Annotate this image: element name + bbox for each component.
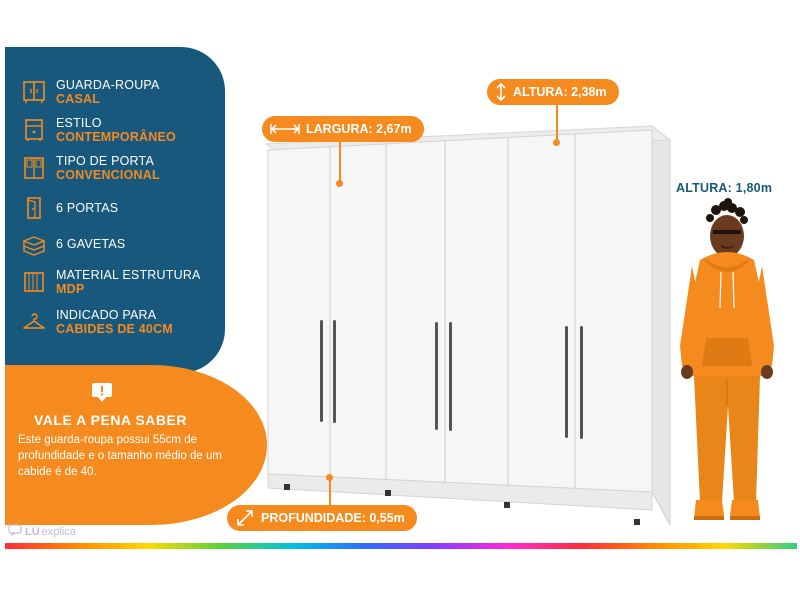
hanger-icon — [20, 308, 48, 336]
width-text: LARGURA: 2,67m — [306, 122, 412, 136]
spec-label: 6 GAVETAS — [56, 237, 126, 251]
width-arrows-icon — [270, 123, 300, 135]
spec-label: 6 PORTAS — [56, 201, 119, 215]
drawers-icon — [20, 230, 48, 258]
spec-label: INDICADO PARA — [56, 308, 157, 322]
spec-item-style: ESTILO CONTEMPORÂNEO — [20, 112, 176, 148]
chat-bubble-icon — [8, 524, 22, 539]
person-illustration — [680, 198, 774, 520]
depth-text: PROFUNDIDADE: 0,55m — [261, 511, 405, 525]
door-type-icon — [20, 154, 48, 182]
download-info-icon — [90, 382, 114, 409]
info-box — [5, 365, 267, 525]
width-label: LARGURA: 2,67m — [262, 116, 424, 142]
brand-suffix: explica — [41, 525, 76, 538]
door-icon — [20, 194, 48, 222]
height-text: ALTURA: 2,38m — [513, 85, 607, 99]
spec-item-hanger: INDICADO PARA CABIDES DE 40CM — [20, 304, 173, 340]
wardrobe-illustration — [264, 124, 672, 526]
material-icon — [20, 268, 48, 296]
spec-item-door-type: TIPO DE PORTA CONVENCIONAL — [20, 150, 160, 186]
person-height-label: ALTURA: 1,80m — [676, 181, 773, 195]
info-title: VALE A PENA SABER — [34, 412, 187, 428]
spec-label: ESTILO — [56, 116, 102, 130]
cabinet-icon — [20, 116, 48, 144]
depth-label: PROFUNDIDADE: 0,55m — [227, 505, 417, 531]
spec-value: MDP — [56, 282, 85, 296]
rainbow-stripe — [5, 543, 797, 549]
spec-value: CABIDES DE 40CM — [56, 322, 173, 336]
spec-value: CASAL — [56, 92, 101, 106]
spec-label: TIPO DE PORTA — [56, 154, 154, 168]
spec-label: GUARDA-ROUPA — [56, 78, 160, 92]
depth-arrows-icon — [235, 508, 255, 528]
spec-item-doors: 6 PORTAS — [20, 190, 118, 226]
spec-label: MATERIAL ESTRUTURA — [56, 268, 201, 282]
width-leader — [339, 133, 341, 181]
height-leader — [556, 103, 558, 141]
height-label: ALTURA: 2,38m — [487, 79, 619, 105]
brand-logo: LU explica — [8, 524, 76, 539]
depth-leader — [329, 478, 331, 508]
depth-dot — [326, 474, 333, 481]
height-arrows-icon — [495, 82, 507, 102]
brand-name: LU — [25, 525, 40, 538]
info-body: Este guarda-roupa possui 55cm de profund… — [18, 434, 222, 478]
height-dot — [553, 139, 560, 146]
spec-value: CONTEMPORÂNEO — [56, 130, 176, 144]
spec-item-drawers: 6 GAVETAS — [20, 226, 125, 262]
spec-value: CONVENCIONAL — [56, 168, 160, 182]
spec-item-material: MATERIAL ESTRUTURA MDP — [20, 264, 201, 300]
spec-item-type: GUARDA-ROUPA CASAL — [20, 74, 160, 110]
width-dot — [336, 180, 343, 187]
wardrobe-icon — [20, 78, 48, 106]
